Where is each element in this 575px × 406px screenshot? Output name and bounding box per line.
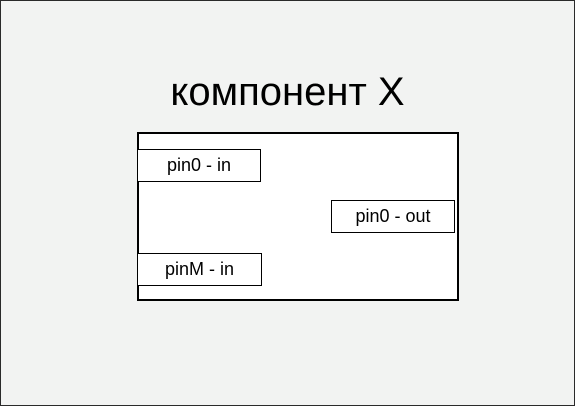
- component-title: компонент X: [170, 70, 405, 114]
- output-pin-0: pin0 - out: [331, 200, 455, 233]
- input-pin-m: pinM - in: [137, 253, 262, 286]
- input-pin-0: pin0 - in: [137, 149, 261, 182]
